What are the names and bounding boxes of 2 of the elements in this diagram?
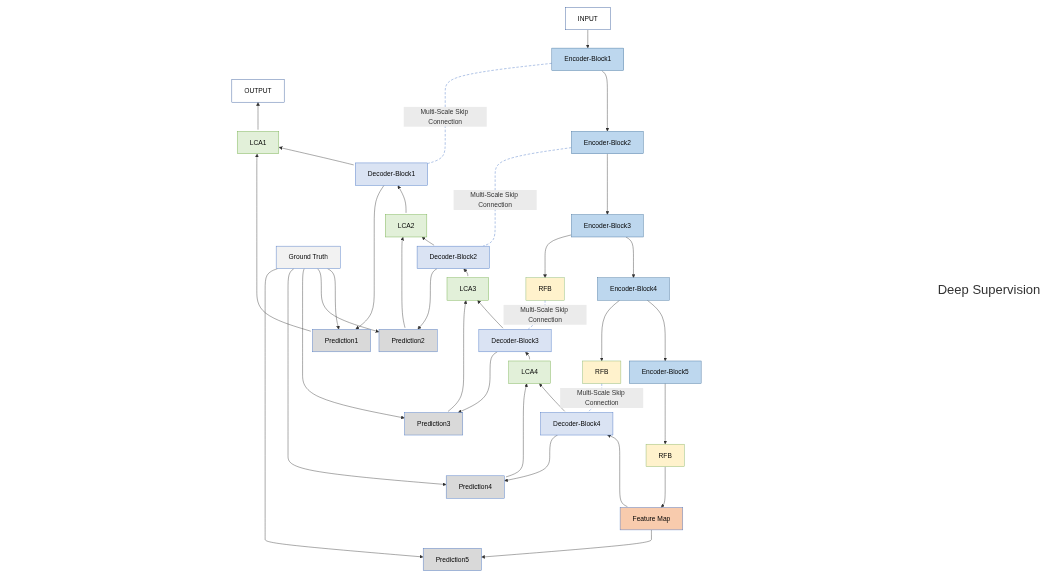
note-label: Deep Supervision [936, 281, 1042, 297]
connector [427, 63, 552, 164]
